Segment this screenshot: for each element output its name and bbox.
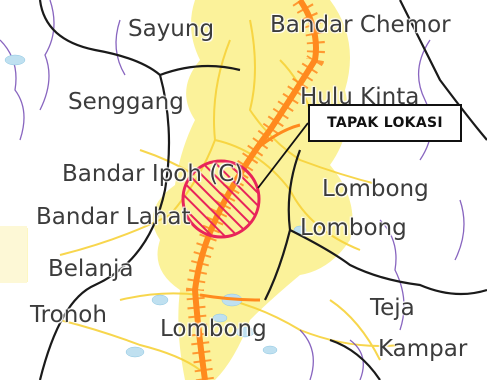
- map-side-panel: [0, 226, 27, 283]
- rivers: [0, 0, 465, 380]
- place-label-hulu-kinta: Hulu Kinta: [300, 84, 420, 110]
- place-label-bandar-ipoh: Bandar Ipoh (C): [62, 161, 244, 187]
- place-label-sayung: Sayung: [128, 16, 215, 42]
- place-label-kampar: Kampar: [378, 336, 468, 362]
- callout-label: TAPAK LOKASI: [327, 115, 443, 131]
- place-label-lombong: Lombong: [300, 215, 407, 241]
- place-label-bandar-lahat: Bandar Lahat: [36, 204, 191, 230]
- place-label-belanja: Belanja: [48, 256, 134, 282]
- place-label-teja: Teja: [370, 295, 415, 321]
- callout-leader: [257, 122, 309, 189]
- place-label-lombong: Lombong: [160, 316, 267, 342]
- site-marker: [181, 159, 261, 239]
- place-label-tronoh: Tronoh: [30, 302, 107, 328]
- place-label-bandar-chemor: Bandar Chemor: [270, 12, 451, 38]
- site-location-callout: TAPAK LOKASI: [308, 104, 462, 142]
- district-boundaries: [38, 0, 487, 380]
- place-label-lombong: Lombong: [322, 176, 429, 202]
- place-label-senggang: Senggang: [68, 89, 184, 115]
